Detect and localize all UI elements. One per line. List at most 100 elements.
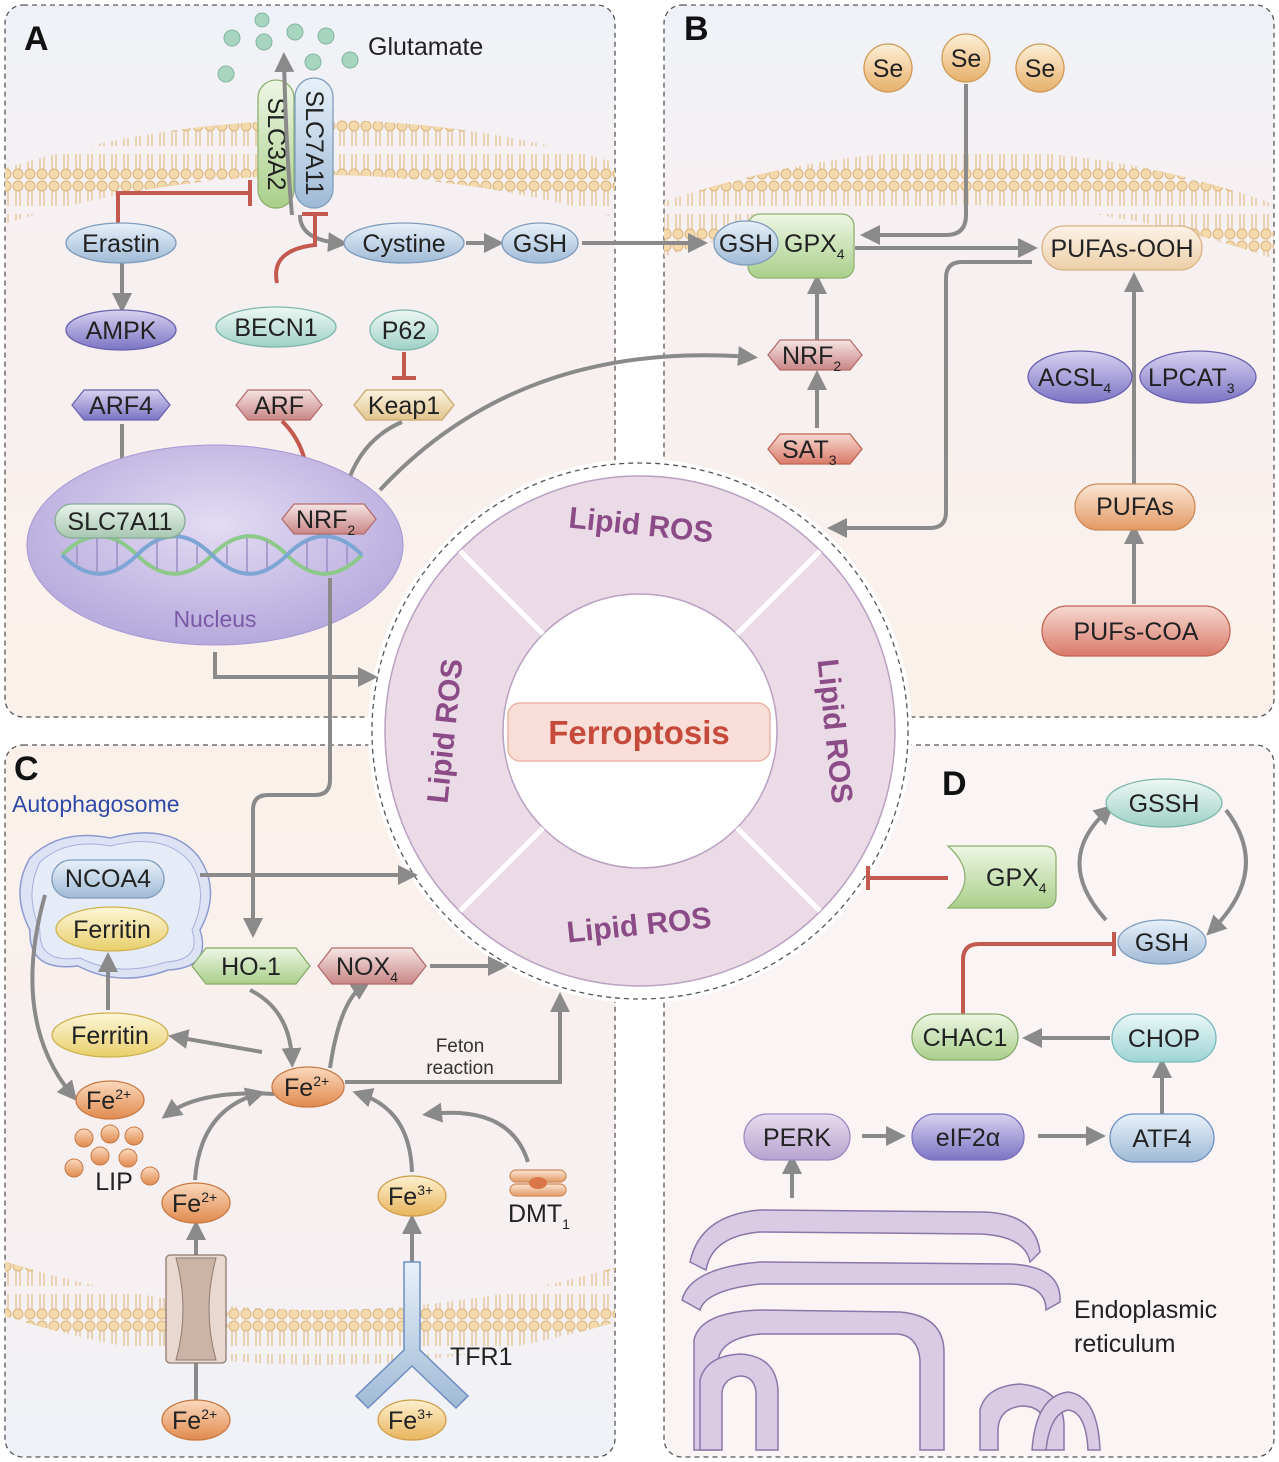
acsl4-node: ACSL4 [1027, 350, 1133, 404]
svg-text:Se: Se [1025, 55, 1056, 83]
lipid-ros-ring: Lipid ROS Lipid ROS Lipid ROS Lipid ROS … [384, 475, 896, 987]
svg-text:PERK: PERK [763, 1124, 831, 1152]
svg-text:Ferritin: Ferritin [73, 916, 151, 944]
svg-text:ACSL4: ACSL4 [1038, 364, 1111, 396]
svg-text:Se: Se [951, 45, 982, 73]
atf4-node: ATF4 [1109, 1113, 1215, 1163]
fe2-bottom-node: Fe2+ [161, 1399, 231, 1441]
svg-text:SAT3: SAT3 [782, 436, 837, 468]
svg-text:AMPK: AMPK [86, 317, 157, 345]
svg-text:NCOA4: NCOA4 [65, 865, 151, 893]
nucleus: Nucleus [26, 444, 404, 646]
svg-text:PUFAs-OOH: PUFAs-OOH [1050, 235, 1193, 263]
svg-text:SLC7A11: SLC7A11 [300, 90, 328, 195]
panel-label-c: C [14, 750, 39, 788]
selenium-se1: Se [863, 43, 913, 93]
eif2a-node: eIF2α [911, 1113, 1025, 1161]
svg-text:NRF2: NRF2 [296, 506, 355, 538]
tfr1-receptor: TFR1 [354, 1261, 513, 1410]
cystine-node: Cystine [343, 222, 465, 264]
ho1-node: HO-1 [191, 947, 311, 985]
panel-d-arrows [782, 804, 1248, 1198]
gpx4-node-d: GPX4 [946, 845, 1057, 909]
nox4-node: NOX4 [317, 947, 427, 985]
dna-rungs [76, 538, 348, 572]
svg-text:GPX4: GPX4 [986, 864, 1047, 896]
chac1-node: CHAC1 [911, 1013, 1019, 1061]
autophagosome [19, 832, 212, 979]
ferroptosis-box [507, 702, 771, 762]
chop-node: CHOP [1111, 1013, 1217, 1063]
pufs-coa-node: PUFs-COA [1041, 605, 1231, 657]
endoplasmic-reticulum [681, 1209, 1101, 1451]
cell-membrane-b [664, 150, 1274, 265]
gpx4-complex-b: GSH GPX4 [713, 213, 855, 279]
svg-text:GSH: GSH [513, 230, 567, 258]
autophagosome-label: Autophagosome [12, 791, 180, 817]
svg-text:CHAC1: CHAC1 [923, 1024, 1008, 1052]
ferritin-inner-node: Ferritin [55, 906, 169, 952]
panel-c-arrows [30, 578, 570, 1400]
gsh-node-d: GSH [1117, 919, 1207, 965]
cell-membrane-c [5, 1260, 615, 1365]
er-label-line2: reticulum [1074, 1330, 1175, 1358]
svg-text:Fe2+: Fe2+ [86, 1086, 131, 1115]
svg-text:NOX4: NOX4 [336, 953, 398, 985]
svg-text:P62: P62 [382, 317, 426, 345]
becn1-node: BECN1 [215, 306, 337, 348]
erastin-node: Erastin [65, 222, 177, 264]
nucleus-label: Nucleus [173, 606, 256, 632]
svg-text:Fe3+: Fe3+ [388, 1182, 433, 1211]
svg-text:PUFs-COA: PUFs-COA [1074, 618, 1199, 646]
fe3-bottom-node: Fe3+ [377, 1399, 447, 1441]
p62-node: P62 [369, 309, 439, 351]
fe2-mid-node: Fe2+ [161, 1182, 231, 1224]
panel-d-inhibitions [866, 866, 1116, 1014]
svg-text:Feton: Feton [436, 1036, 485, 1057]
perk-node: PERK [743, 1113, 851, 1161]
svg-text:ATF4: ATF4 [1132, 1125, 1191, 1153]
arf-node: ARF [235, 389, 323, 421]
gsh-label-b: GSH [719, 230, 773, 258]
panel-b-arrows [807, 84, 1144, 604]
slc7a11-gene-node: SLC7A11 [54, 503, 186, 539]
ferritin-node: Ferritin [51, 1012, 169, 1058]
panel-label-d: D [942, 765, 967, 803]
svg-text:LPCAT3: LPCAT3 [1148, 364, 1235, 396]
glutamate-dots [217, 12, 359, 83]
svg-text:Cystine: Cystine [362, 230, 445, 258]
svg-text:Se: Se [873, 55, 904, 83]
er-label-line1: Endoplasmic [1074, 1296, 1217, 1324]
ncoa4-node: NCOA4 [51, 859, 165, 899]
lip-label: LIP [95, 1168, 133, 1196]
svg-text:CHOP: CHOP [1128, 1025, 1200, 1053]
svg-text:SLC7A11: SLC7A11 [67, 508, 172, 536]
svg-text:ARF: ARF [254, 392, 304, 420]
glutamate-label: Glutamate [368, 33, 483, 61]
pufas-node: PUFAs [1074, 483, 1196, 531]
ampk-node: AMPK [65, 309, 177, 351]
pufas-ooh-node: PUFAs-OOH [1041, 225, 1203, 271]
feton-reaction-label: Feton reaction [426, 1036, 494, 1079]
svg-text:Erastin: Erastin [82, 230, 160, 258]
dmt1-transporter: DMT1 [508, 1169, 570, 1232]
slc7a11-transporter: SLC7A11 [294, 77, 334, 209]
svg-text:NRF2: NRF2 [782, 342, 841, 374]
svg-text:PUFAs: PUFAs [1096, 493, 1174, 521]
fe3-mid-node: Fe3+ [377, 1175, 447, 1217]
keap1-node: Keap1 [353, 389, 455, 421]
selenium-se2: Se [941, 33, 991, 83]
svg-text:Keap1: Keap1 [368, 392, 440, 420]
panel-label-b: B [684, 10, 709, 48]
svg-text:ARF4: ARF4 [89, 392, 153, 420]
svg-text:DMT1: DMT1 [508, 1200, 570, 1232]
svg-text:GPX4: GPX4 [784, 230, 845, 262]
svg-text:GSH: GSH [1135, 929, 1189, 957]
svg-text:Fe2+: Fe2+ [172, 1189, 217, 1218]
arf4-node: ARF4 [71, 389, 171, 421]
svg-text:HO-1: HO-1 [221, 953, 281, 981]
panel-label-a: A [24, 20, 49, 58]
svg-text:BECN1: BECN1 [234, 314, 317, 342]
sat3-node: SAT3 [767, 433, 863, 468]
